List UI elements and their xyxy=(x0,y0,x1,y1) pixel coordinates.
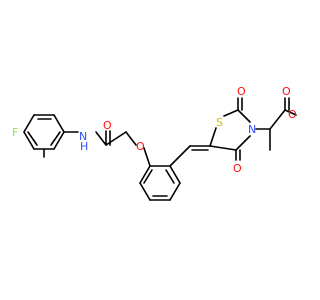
bond xyxy=(23,114,35,133)
ether-oxygen-label: O xyxy=(136,140,145,153)
sulfur-label: S xyxy=(216,116,223,129)
bond xyxy=(209,145,237,151)
ring-nitrogen-label: N xyxy=(248,123,256,136)
bond xyxy=(27,131,38,146)
ring-top-oxygen-label: O xyxy=(237,85,246,98)
bond xyxy=(143,169,153,184)
bond xyxy=(95,131,107,146)
bond xyxy=(23,131,35,150)
bond xyxy=(125,131,137,146)
bond xyxy=(53,114,65,133)
bond-layer xyxy=(23,97,297,201)
ester-oxygen-label: O xyxy=(288,108,297,121)
bond xyxy=(105,131,127,146)
fluorine-label: F xyxy=(12,126,18,139)
bond xyxy=(143,147,151,167)
bond xyxy=(169,145,191,167)
bond xyxy=(169,165,181,184)
ester-carbonyl-oxygen-label: O xyxy=(282,85,291,98)
bond xyxy=(284,109,297,116)
bond xyxy=(50,131,61,146)
bond xyxy=(169,182,181,201)
bond xyxy=(139,165,151,184)
bond xyxy=(165,169,175,184)
structure-canvas: F N H O O S O N O O O xyxy=(12,85,297,201)
bond xyxy=(223,109,239,117)
atom-label-layer: F N H O O S O N O O O xyxy=(12,85,297,175)
molecule-diagram: F N H O O S O N O O O xyxy=(12,85,297,201)
bond xyxy=(53,131,65,150)
bond xyxy=(235,135,251,151)
bond xyxy=(237,109,251,123)
amide-hydrogen-label: H xyxy=(80,140,88,153)
amide-nitrogen-label: N xyxy=(79,130,87,143)
bond xyxy=(269,109,286,130)
amide-oxygen-label: O xyxy=(103,119,112,132)
bond xyxy=(139,182,151,201)
bond xyxy=(209,127,217,147)
ring-bottom-oxygen-label: O xyxy=(233,162,242,175)
